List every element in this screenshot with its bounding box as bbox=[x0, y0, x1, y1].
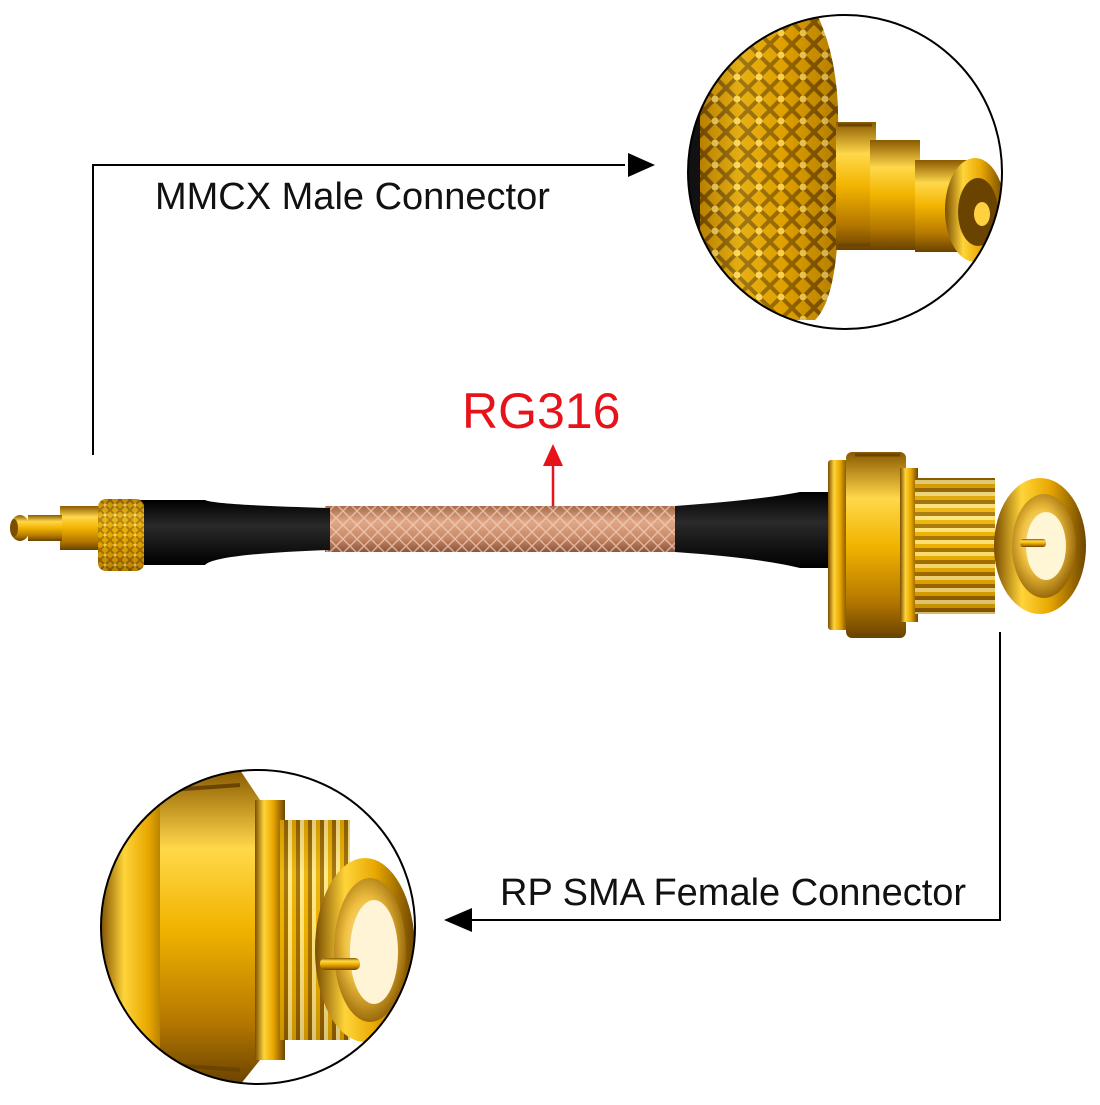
cable-assembly bbox=[10, 452, 1086, 638]
rpsma-zoom-circle bbox=[100, 769, 416, 1085]
mmcx-connector-label: MMCX Male Connector bbox=[155, 176, 550, 218]
rg316-cable-label: RG316 bbox=[462, 383, 621, 439]
bottom-callout-line bbox=[444, 632, 1001, 932]
mmcx-zoom-circle bbox=[687, 14, 1003, 330]
top-callout-line bbox=[92, 153, 655, 455]
rpsma-connector-label: RP SMA Female Connector bbox=[500, 872, 967, 914]
